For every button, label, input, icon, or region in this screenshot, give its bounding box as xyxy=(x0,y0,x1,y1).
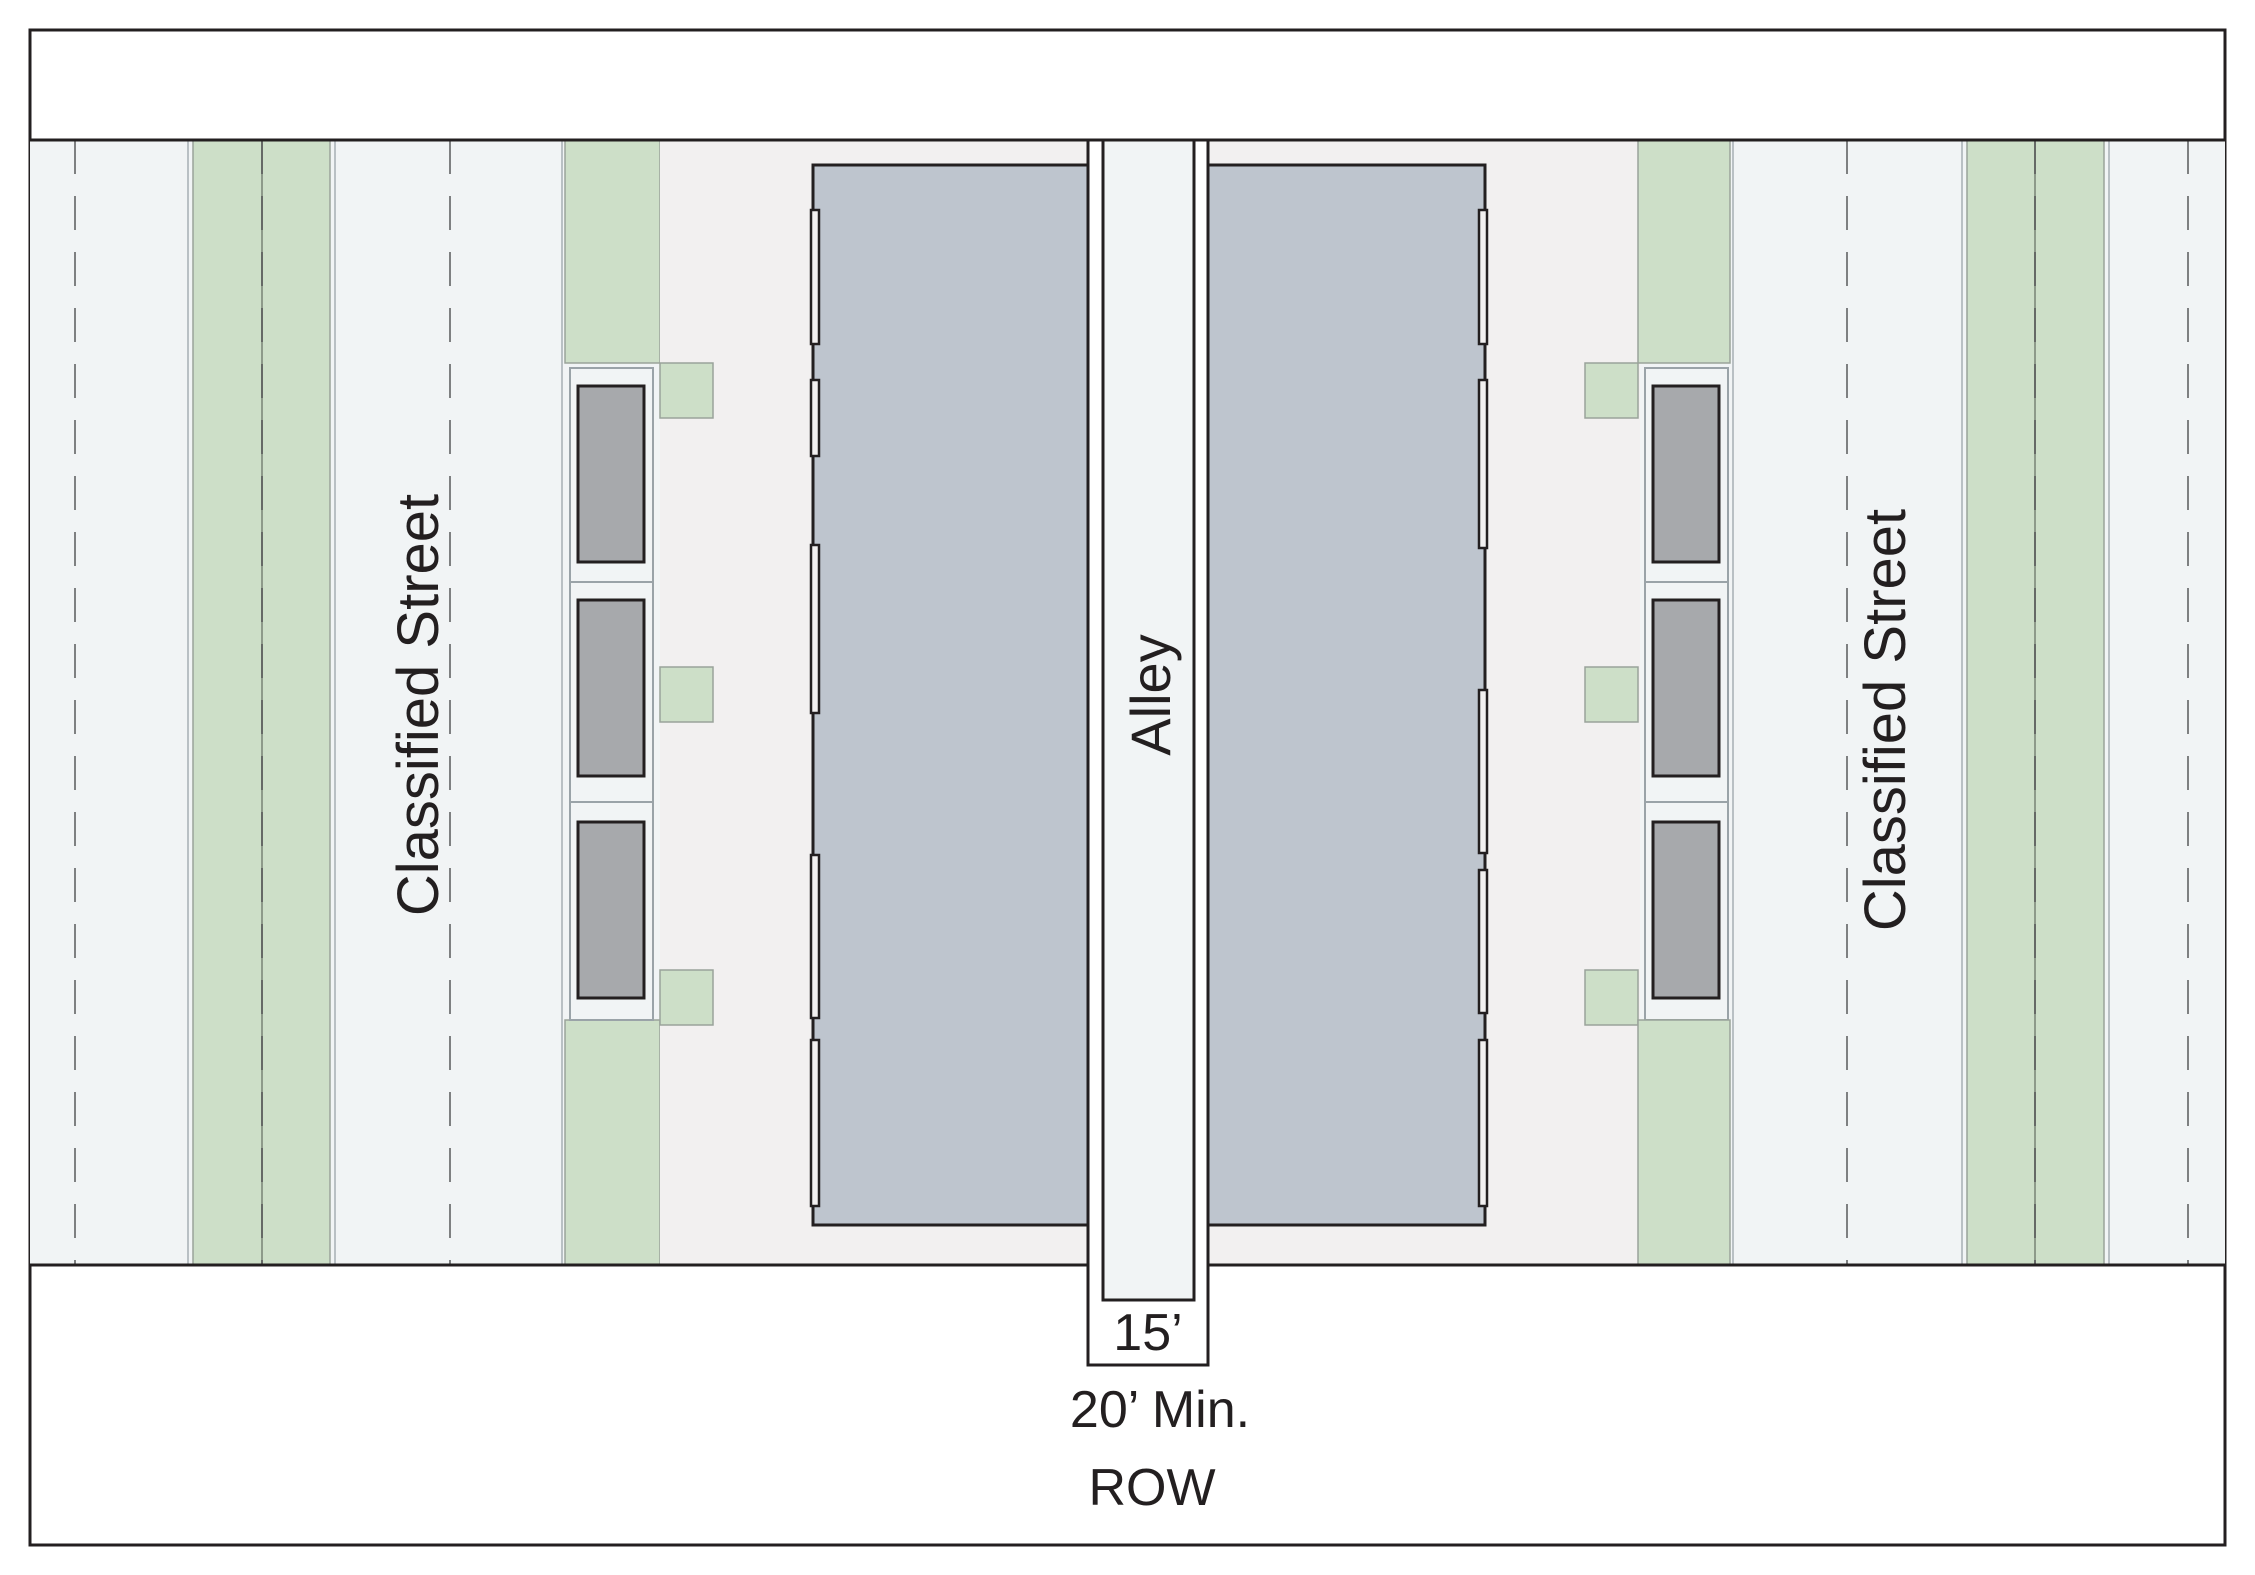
left-tree-box-1 xyxy=(659,362,714,419)
left-parking-space-1 xyxy=(576,384,646,564)
left-parking-space-3 xyxy=(576,820,646,1000)
left-parking xyxy=(569,362,714,1026)
right-tree-box-1 xyxy=(1584,362,1639,419)
building-left xyxy=(811,163,1090,1227)
left-tree-box-2 xyxy=(659,666,714,723)
left-tree-box-3 xyxy=(659,969,714,1026)
right-tree-box-3 xyxy=(1584,969,1639,1026)
alley-width-label: 15’ xyxy=(1113,1304,1182,1362)
building-right xyxy=(1193,163,1487,1227)
alley-pavement xyxy=(1101,138,1196,1302)
right-planting-strip-top xyxy=(1637,139,1731,364)
row-width-label: 20’ Min. xyxy=(1070,1381,1250,1439)
left-planting-strip-top xyxy=(564,139,661,364)
left-street-label: Classified Street xyxy=(386,494,451,916)
left-parking-space-2 xyxy=(576,598,646,778)
right-street-label: Classified Street xyxy=(1853,509,1918,931)
building-left-notches xyxy=(809,208,821,1208)
right-parking-space-3 xyxy=(1651,820,1721,1000)
row-label: ROW xyxy=(1088,1459,1215,1517)
right-parking-space-1 xyxy=(1651,384,1721,564)
alley-label: Alley xyxy=(1119,634,1182,755)
right-tree-box-2 xyxy=(1584,666,1639,723)
left-planting-strip-bottom xyxy=(564,1019,661,1266)
building-right-notches xyxy=(1477,208,1489,1208)
right-street: Classified Street xyxy=(1846,139,2189,1266)
right-planting-strip-bottom xyxy=(1637,1019,1731,1266)
right-parking-space-2 xyxy=(1651,598,1721,778)
